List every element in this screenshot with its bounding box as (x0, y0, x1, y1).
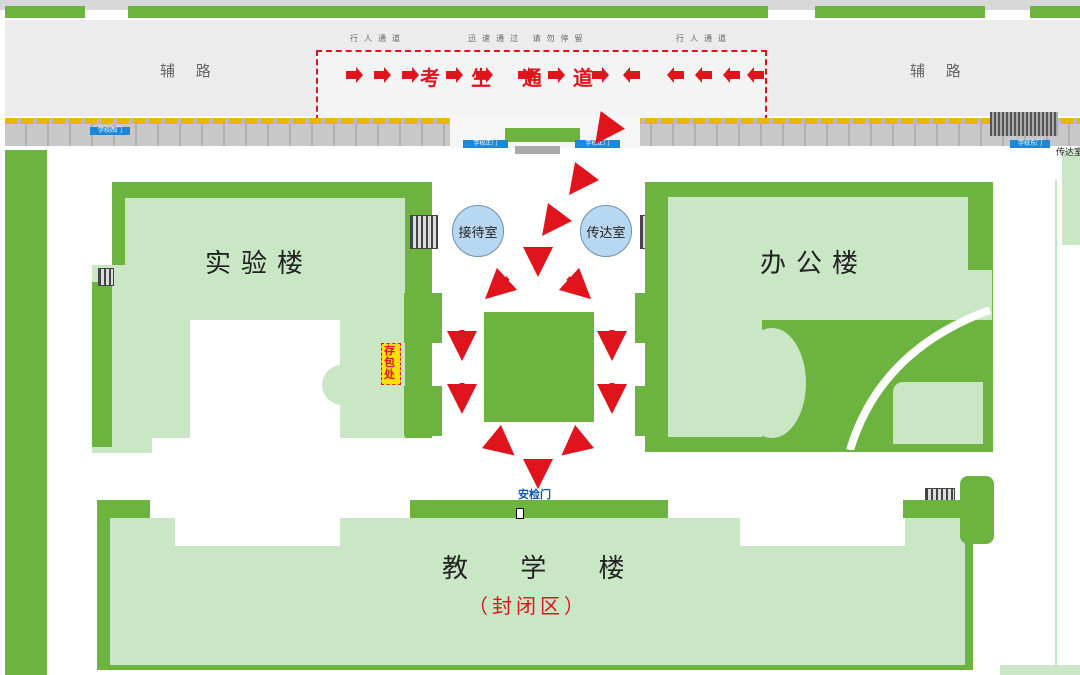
central-lawn (484, 312, 594, 422)
teaching-east-lawn (960, 476, 994, 544)
lawn-west-bottom (404, 386, 442, 436)
west-gate[interactable]: 学校西门 (90, 127, 130, 135)
lane-arrows-left (623, 67, 764, 83)
office-annex (893, 382, 983, 444)
office-building-label: 办公楼 (760, 249, 869, 279)
flow-arrow-5 (558, 267, 592, 300)
east-gate-canopy (990, 112, 1058, 136)
lab-building-label: 实验楼 (205, 249, 314, 279)
guard-room[interactable]: 传达室 (580, 205, 632, 257)
teaching-notch-left (175, 518, 340, 546)
lab-stairs (410, 215, 438, 249)
top-green-strip-left (5, 6, 85, 18)
slow-pass-notice: 迅速通过 请勿停留 (468, 34, 589, 43)
security-gate-label: 安检门 (518, 488, 551, 501)
east-guard-block (1062, 150, 1080, 245)
top-green-strip-far (1030, 6, 1080, 18)
flow-arrow-2 (542, 203, 572, 236)
security-gate[interactable] (516, 508, 524, 519)
lawn-west-top (404, 293, 442, 343)
east-edge-line (1055, 180, 1057, 675)
reception-room[interactable]: 接待室 (452, 205, 504, 257)
west-green-edge (5, 150, 47, 675)
southeast-block (1000, 665, 1080, 675)
flow-arrow-gate (595, 111, 625, 145)
pedestrian-lane-label-right: 行人通道 (676, 34, 732, 43)
east-gate[interactable]: 学校东门 (1010, 140, 1050, 148)
teaching-building-label: 教 学 楼 (442, 554, 647, 584)
side-road-right-label: 辅 路 (910, 62, 969, 80)
bag-storage-label: 存包处 (384, 344, 395, 381)
flow-arrow-10 (481, 424, 515, 456)
lab-west-stairs (98, 268, 114, 286)
lab-west-lawn (92, 282, 112, 447)
entrance-lawn (505, 128, 580, 142)
gate-post (515, 146, 560, 154)
pedestrian-lane-label-left: 行人通道 (350, 34, 406, 43)
flow-arrow-1 (569, 162, 599, 195)
lab-courtyard (190, 320, 340, 438)
flow-arrow-4 (484, 267, 518, 300)
exam-lane-arrows (346, 67, 764, 83)
bag-storage[interactable] (381, 343, 401, 385)
office-path-curve (846, 306, 992, 450)
teaching-front-walk-right (668, 500, 903, 518)
closed-zone-label: （封闭区） (468, 594, 588, 618)
main-gate-left[interactable]: 学校正门 (463, 140, 508, 148)
teaching-notch-right (740, 518, 905, 546)
east-guard-room-label: 传达室 (1056, 148, 1080, 158)
top-road (0, 0, 1080, 10)
office-bulge (738, 328, 806, 438)
top-green-strip-right (815, 6, 985, 18)
flow-arrow-11 (561, 424, 595, 456)
top-green-strip-mid (128, 6, 768, 18)
lane-arrows-right (346, 67, 609, 83)
parking-strip-right (630, 124, 1080, 146)
side-road-left-label: 辅 路 (160, 62, 219, 80)
teaching-front-walk-left (150, 500, 410, 518)
